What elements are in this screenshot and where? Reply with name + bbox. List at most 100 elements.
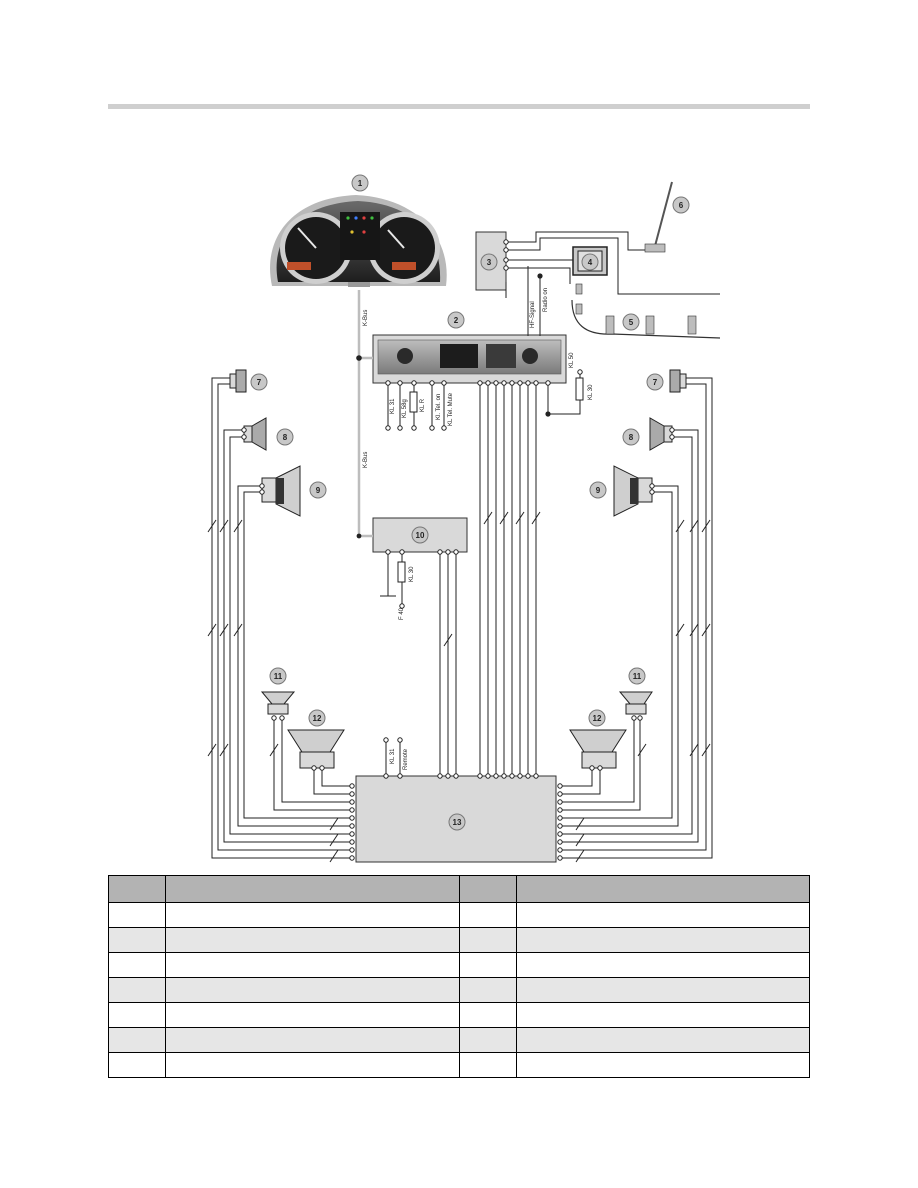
legend-cell [516, 977, 810, 1003]
svg-text:1: 1 [358, 179, 363, 188]
label-kl50: KL 50 [569, 352, 575, 368]
component-badges: 1 2 3 4 5 6 7 7 8 8 9 9 10 11 11 12 12 1… [250, 174, 690, 831]
twisted-pair-markers [207, 511, 711, 863]
table-row [108, 977, 810, 1003]
speaker-11-right [618, 691, 653, 715]
legend-cell [459, 977, 518, 1003]
legend-cell [459, 1002, 518, 1028]
table-row [108, 927, 810, 953]
legend-header-row [108, 875, 810, 903]
speaker-7-left [229, 369, 247, 393]
legend-cell [459, 902, 518, 928]
badge-4: 4 [581, 253, 599, 271]
label-kl-tel-mute: KL Tel. Mute [448, 392, 454, 426]
svg-text:12: 12 [593, 714, 602, 723]
legend-cell [459, 952, 518, 978]
left-speaker-wires [211, 377, 352, 859]
table-row [108, 952, 810, 978]
legend-header-cell [459, 875, 518, 903]
speaker-11-left [260, 691, 296, 715]
legend-cell [516, 1027, 810, 1053]
svg-text:8: 8 [629, 433, 634, 442]
speaker-8-right [649, 417, 673, 451]
legend-header-cell [516, 875, 810, 903]
svg-text:8: 8 [283, 433, 288, 442]
legend-cell [516, 1052, 810, 1078]
label-kl-tel-on: Kl. Tel. on [436, 394, 442, 420]
label-kl30-right: KL 30 [588, 384, 594, 400]
legend-header-cell [108, 875, 166, 903]
table-row [108, 1027, 810, 1053]
label-kbus-top: K-Bus [363, 310, 369, 326]
svg-text:2: 2 [454, 316, 459, 325]
badge-5: 5 [622, 313, 640, 331]
badge-11-left: 11 [269, 667, 287, 685]
legend-cell [459, 927, 518, 953]
legend-cell [164, 1002, 461, 1028]
table-row [108, 1052, 810, 1078]
badge-12-left: 12 [308, 709, 326, 727]
speaker-7-right [669, 369, 687, 393]
legend-cell [516, 952, 810, 978]
terminal-points [241, 239, 675, 861]
svg-text:11: 11 [274, 672, 283, 681]
audio-system-wiring-diagram: K-Bus K-Bus HF-Signal Radio on KL 50 KL … [207, 174, 721, 863]
label-klr: KL R [420, 398, 426, 412]
label-kl31-bottom: KL 31 [390, 748, 396, 764]
table-row [108, 1002, 810, 1028]
legend-cell [108, 952, 166, 978]
speaker-12-right [569, 729, 627, 769]
badge-7-left: 7 [250, 373, 268, 391]
speaker-12-left [287, 729, 345, 769]
label-kl31: KL 31 [390, 398, 396, 414]
junction-dots [356, 273, 551, 539]
badge-9-left: 9 [309, 481, 327, 499]
legend-cell [164, 927, 461, 953]
svg-text:9: 9 [596, 486, 601, 495]
badge-11-right: 11 [628, 667, 646, 685]
svg-text:7: 7 [653, 378, 658, 387]
label-remote: Remote [403, 748, 409, 770]
speaker-9-right [613, 465, 653, 517]
legend-cell [108, 1027, 166, 1053]
svg-text:10: 10 [416, 531, 425, 540]
legend-cell [459, 1052, 518, 1078]
legend-cell [516, 1002, 810, 1028]
badge-8-left: 8 [276, 428, 294, 446]
svg-text:6: 6 [679, 201, 684, 210]
table-row [108, 902, 810, 928]
legend-cell [108, 977, 166, 1003]
instrument-cluster [270, 195, 447, 287]
legend-table [108, 875, 810, 1078]
label-kl30-mid: KL 30 [409, 566, 415, 582]
svg-text:9: 9 [316, 486, 321, 495]
badge-2: 2 [447, 311, 465, 329]
badge-8-right: 8 [622, 428, 640, 446]
top-rule [108, 104, 810, 109]
legend-cell [516, 927, 810, 953]
legend-cell [108, 1052, 166, 1078]
right-speaker-wires [560, 377, 713, 859]
label-f40: F 40 [399, 607, 405, 620]
legend-header-cell [164, 875, 461, 903]
legend-cell [164, 977, 461, 1003]
svg-text:13: 13 [453, 818, 462, 827]
svg-text:4: 4 [588, 258, 593, 267]
legend-cell [164, 952, 461, 978]
legend-cell [108, 1002, 166, 1028]
roof-antenna [644, 181, 673, 253]
speaker-9-left [261, 465, 301, 517]
svg-text:3: 3 [487, 258, 492, 267]
speaker-8-left [243, 417, 267, 451]
badge-1: 1 [351, 174, 369, 192]
legend-cell [459, 1027, 518, 1053]
badge-12-right: 12 [588, 709, 606, 727]
badge-9-right: 9 [589, 481, 607, 499]
badge-3: 3 [480, 253, 498, 271]
legend-cell [164, 1027, 461, 1053]
label-radio-on: Radio on [543, 288, 549, 312]
window-antennas [571, 283, 721, 339]
legend-cell [108, 902, 166, 928]
svg-text:12: 12 [313, 714, 322, 723]
svg-text:11: 11 [633, 672, 642, 681]
